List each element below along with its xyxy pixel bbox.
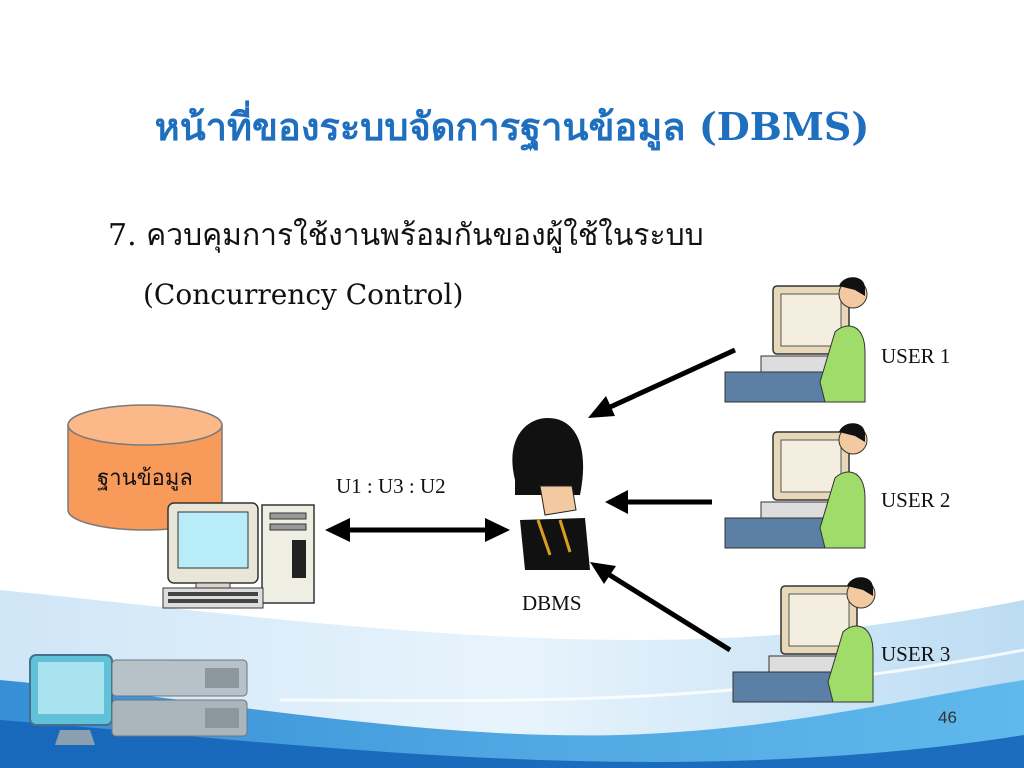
user2-workstation-icon <box>724 423 868 549</box>
server-clipart-icon <box>29 654 248 745</box>
user2-arrow <box>605 490 712 514</box>
user1-workstation-icon <box>724 277 868 403</box>
user3-workstation-icon <box>732 577 876 703</box>
dbms-guard-icon <box>512 418 590 570</box>
user2-label: USER 2 <box>881 488 951 512</box>
desktop-computer-icon <box>162 502 315 609</box>
dbms-label: DBMS <box>522 591 582 615</box>
user3-arrow <box>590 562 732 653</box>
point-text-line1: 7. ควบคุมการใช้งานพร้อมกันของผู้ใช้ในระบ… <box>108 218 704 253</box>
point-text-line2: (Concurrency Control) <box>143 278 464 311</box>
schedule-label: U1 : U3 : U2 <box>336 474 446 498</box>
database-label: ฐานข้อมูล <box>97 466 193 491</box>
slide-title: หน้าที่ของระบบจัดการฐานข้อมูล (DBMS) <box>154 104 870 149</box>
user1-arrow <box>588 347 737 418</box>
user1-label: USER 1 <box>881 344 951 368</box>
page-number: 46 <box>938 708 957 727</box>
double-arrow <box>325 518 510 542</box>
user3-label: USER 3 <box>881 642 951 666</box>
